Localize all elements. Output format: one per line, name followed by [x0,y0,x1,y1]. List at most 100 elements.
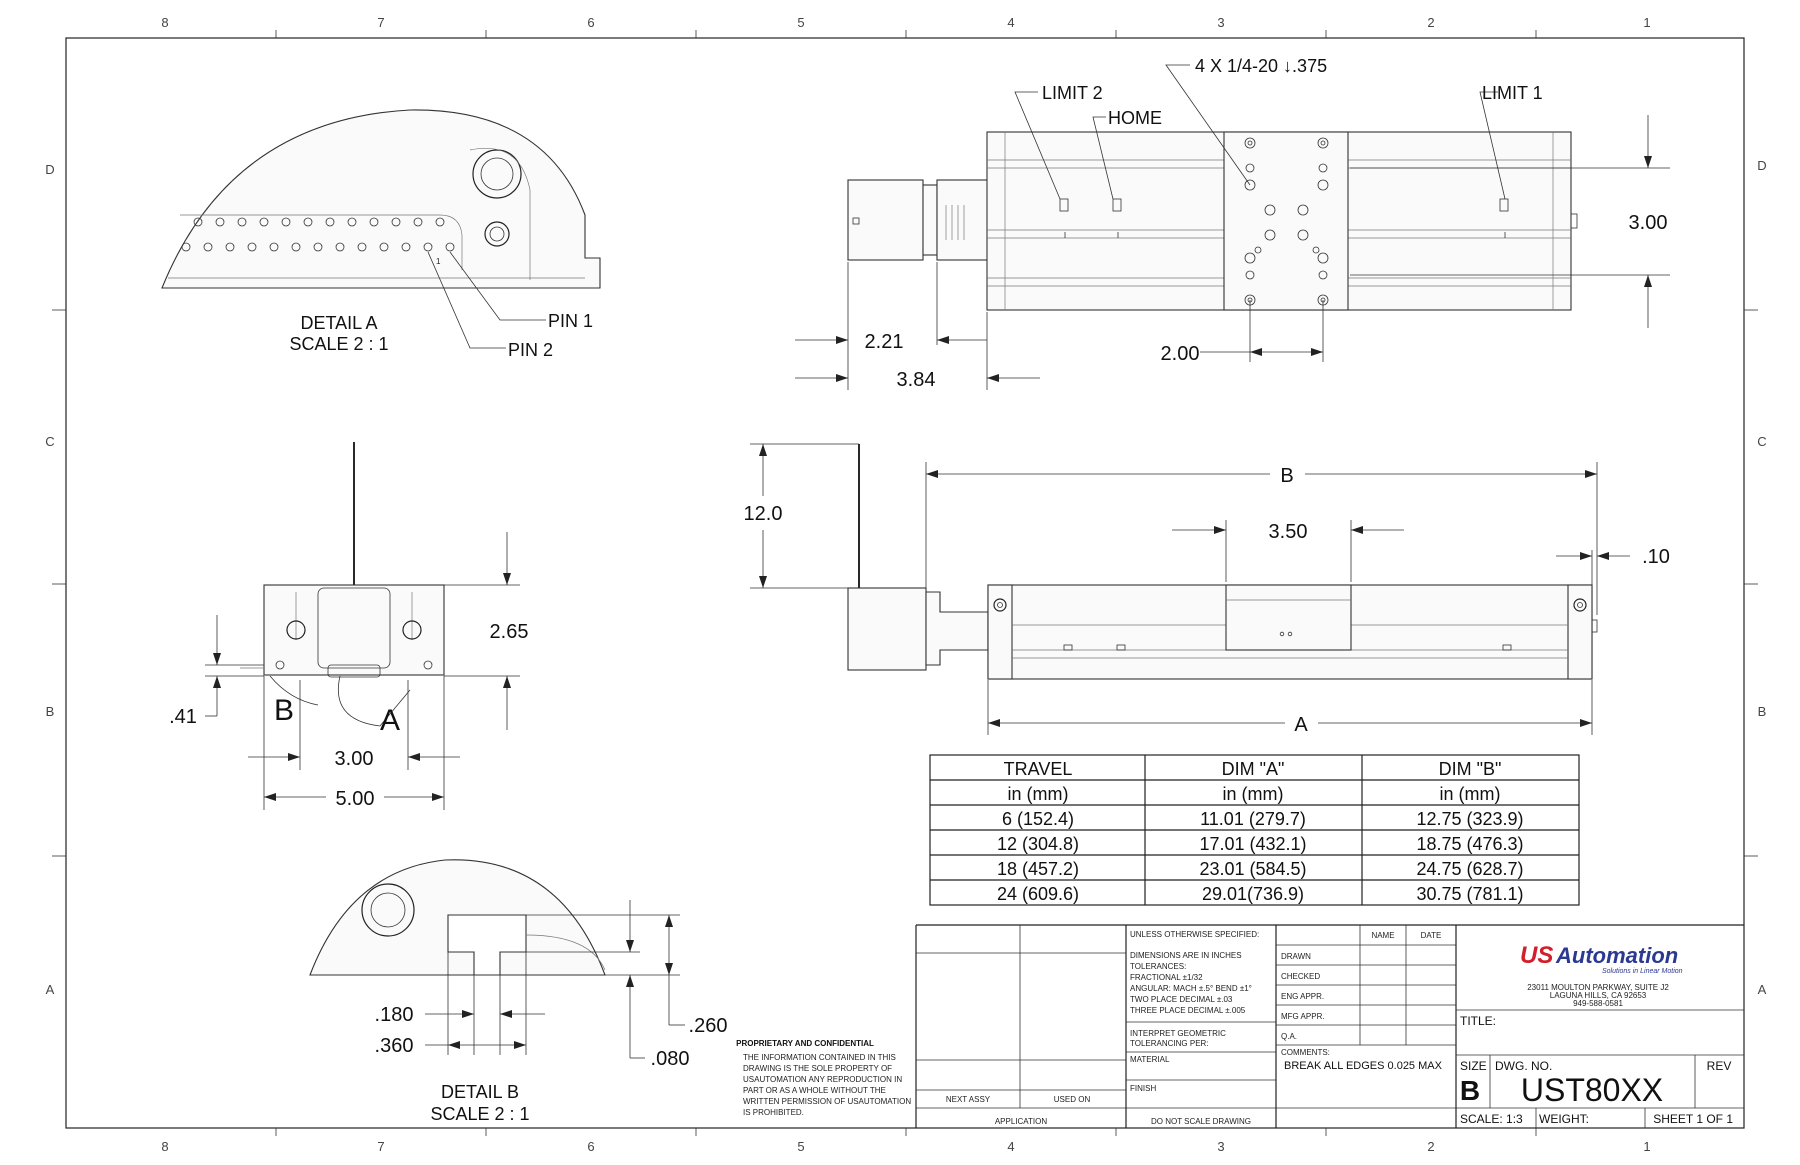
zone-col-1-bottom: 1 [1643,1139,1650,1154]
home-leader [1092,116,1114,200]
title-label: TITLE: [1460,1014,1496,1028]
connector [327,664,381,678]
end-view: 2.65 .41 B A 3.00 5.00 [169,442,528,810]
interpret-line: TOLERANCING PER: [1130,1039,1209,1048]
proprietary-line: USAUTOMATION ANY REPRODUCTION IN [743,1075,902,1084]
detail-b-title: DETAIL B [441,1082,519,1102]
zone-row-a: A [46,982,55,997]
detail-b: .260 .080 .180 .360 DETAIL B SCALE 2 : 1 [309,859,728,1124]
tol-line: DIMENSIONS ARE IN INCHES [1130,951,1242,960]
zone-row-c-right: C [1757,434,1766,449]
tol-line: TWO PLACE DECIMAL ±.03 [1130,995,1233,1004]
table-cell: 30.75 (781.1) [1416,884,1523,904]
end-view-body [263,584,445,676]
detail-a-scale: SCALE 2 : 1 [289,334,388,354]
limit2-sensor [1059,198,1069,212]
table-cell: 18.75 (476.3) [1416,834,1523,854]
dim-a: A [1294,714,1308,736]
scale-label: SCALE: 1:3 [1460,1112,1523,1126]
zone-row-b: B [46,704,55,719]
role-mfg-appr: MFG APPR. [1281,1012,1325,1021]
side-motor [847,587,927,671]
zone-col-5-bottom: 5 [797,1139,804,1154]
material-label: MATERIAL [1130,1055,1170,1064]
finish-label: FINISH [1130,1084,1156,1093]
do-not-scale-label: DO NOT SCALE DRAWING [1151,1117,1251,1126]
dim-detail-b-260: .260 [689,1015,728,1037]
zone-col-3-bottom: 3 [1217,1139,1224,1154]
proprietary-notice: PROPRIETARY AND CONFIDENTIAL THE INFORMA… [736,1039,911,1117]
table-cell: 12 (304.8) [997,834,1079,854]
zone-col-3: 3 [1217,15,1224,30]
logo-tagline: Solutions in Linear Motion [1602,968,1683,975]
table-cell: 18 (457.2) [997,859,1079,879]
address-line: 949-588-0581 [1573,999,1623,1008]
sheet-border [52,30,1758,1136]
limit1-label: LIMIT 1 [1482,83,1543,103]
zone-col-6-bottom: 6 [587,1139,594,1154]
proprietary-title: PROPRIETARY AND CONFIDENTIAL [736,1039,874,1048]
unless-label: UNLESS OTHERWISE SPECIFIED: [1130,930,1259,939]
pin2-label: PIN 2 [508,340,553,360]
name-column-label: NAME [1371,931,1394,940]
rev-label: REV [1707,1059,1732,1073]
dim-carriage: 3.50 [1269,521,1308,543]
table-unit-dim-b: in (mm) [1440,784,1501,804]
zone-row-a-right: A [1758,982,1767,997]
dim-gap: .10 [1642,546,1670,568]
table-cell: 24 (609.6) [997,884,1079,904]
holes-leader [1165,64,1251,186]
dim-hole-spacing: 2.00 [1161,343,1200,365]
table-cell: 6 (152.4) [1002,809,1074,829]
holes-label: 4 X 1/4-20 ↓.375 [1195,56,1327,76]
detail-a-title: DETAIL A [300,313,377,333]
pin1-label: PIN 1 [548,311,593,331]
tol-line: THREE PLACE DECIMAL ±.005 [1130,1006,1246,1015]
table-unit-travel: in (mm) [1008,784,1069,804]
top-view: LIMIT 2 HOME 4 X 1/4-20 ↓.375 LIMIT 1 3.… [795,56,1670,391]
detail-a-pin-row-bottom [181,242,455,252]
comments-label: COMMENTS: [1281,1048,1330,1057]
proprietary-line: IS PROHIBITED. [743,1108,804,1117]
table-cell: 24.75 (628.7) [1416,859,1523,879]
limit2-label: LIMIT 2 [1042,83,1103,103]
zone-col-8-bottom: 8 [161,1139,168,1154]
weight-label: WEIGHT: [1539,1112,1589,1126]
zone-col-8: 8 [161,15,168,30]
zone-col-4-bottom: 4 [1007,1139,1014,1154]
proprietary-line: DRAWING IS THE SOLE PROPERTY OF [743,1064,892,1073]
sheet-label: SHEET 1 OF 1 [1653,1112,1733,1126]
role-eng-appr: ENG APPR. [1281,992,1324,1001]
zone-row-c: C [45,434,54,449]
detail-a-pin-row-top [193,217,445,227]
dim-b: B [1280,465,1293,487]
application-label: APPLICATION [995,1117,1048,1126]
dim-end-height: 2.65 [490,621,529,643]
label-b: B [274,694,294,727]
logo-automation: Automation [1555,943,1678,968]
zone-col-2-bottom: 2 [1427,1139,1434,1154]
size-label: SIZE [1460,1059,1487,1073]
limit2-leader [1014,91,1061,200]
proprietary-line: PART OR AS A WHOLE WITHOUT THE [743,1086,886,1095]
zone-col-6: 6 [587,15,594,30]
role-checked: CHECKED [1281,972,1320,981]
dim-motor: 2.21 [865,331,904,353]
used-on-label: USED ON [1054,1095,1091,1104]
dim-cable: 12.0 [744,503,783,525]
company-logo: US Automation Solutions in Linear Motion [1520,942,1683,975]
title-block: PROPRIETARY AND CONFIDENTIAL THE INFORMA… [736,924,1744,1128]
next-assy-label: NEXT ASSY [946,1095,991,1104]
dim-slot: .41 [169,706,197,728]
side-carriage [1225,584,1352,651]
table-cell: 11.01 (279.7) [1200,809,1306,829]
table-cell: 29.01(736.9) [1202,884,1304,904]
zone-row-d-right: D [1757,158,1766,173]
tol-line: ANGULAR: MACH ±.5° BEND ±1° [1130,984,1252,993]
home-sensor [1112,198,1122,212]
dim-end-width: 5.00 [336,788,375,810]
dwg-no-value: UST80XX [1521,1072,1663,1108]
table-unit-dim-a: in (mm) [1223,784,1284,804]
zone-col-4: 4 [1007,15,1014,30]
